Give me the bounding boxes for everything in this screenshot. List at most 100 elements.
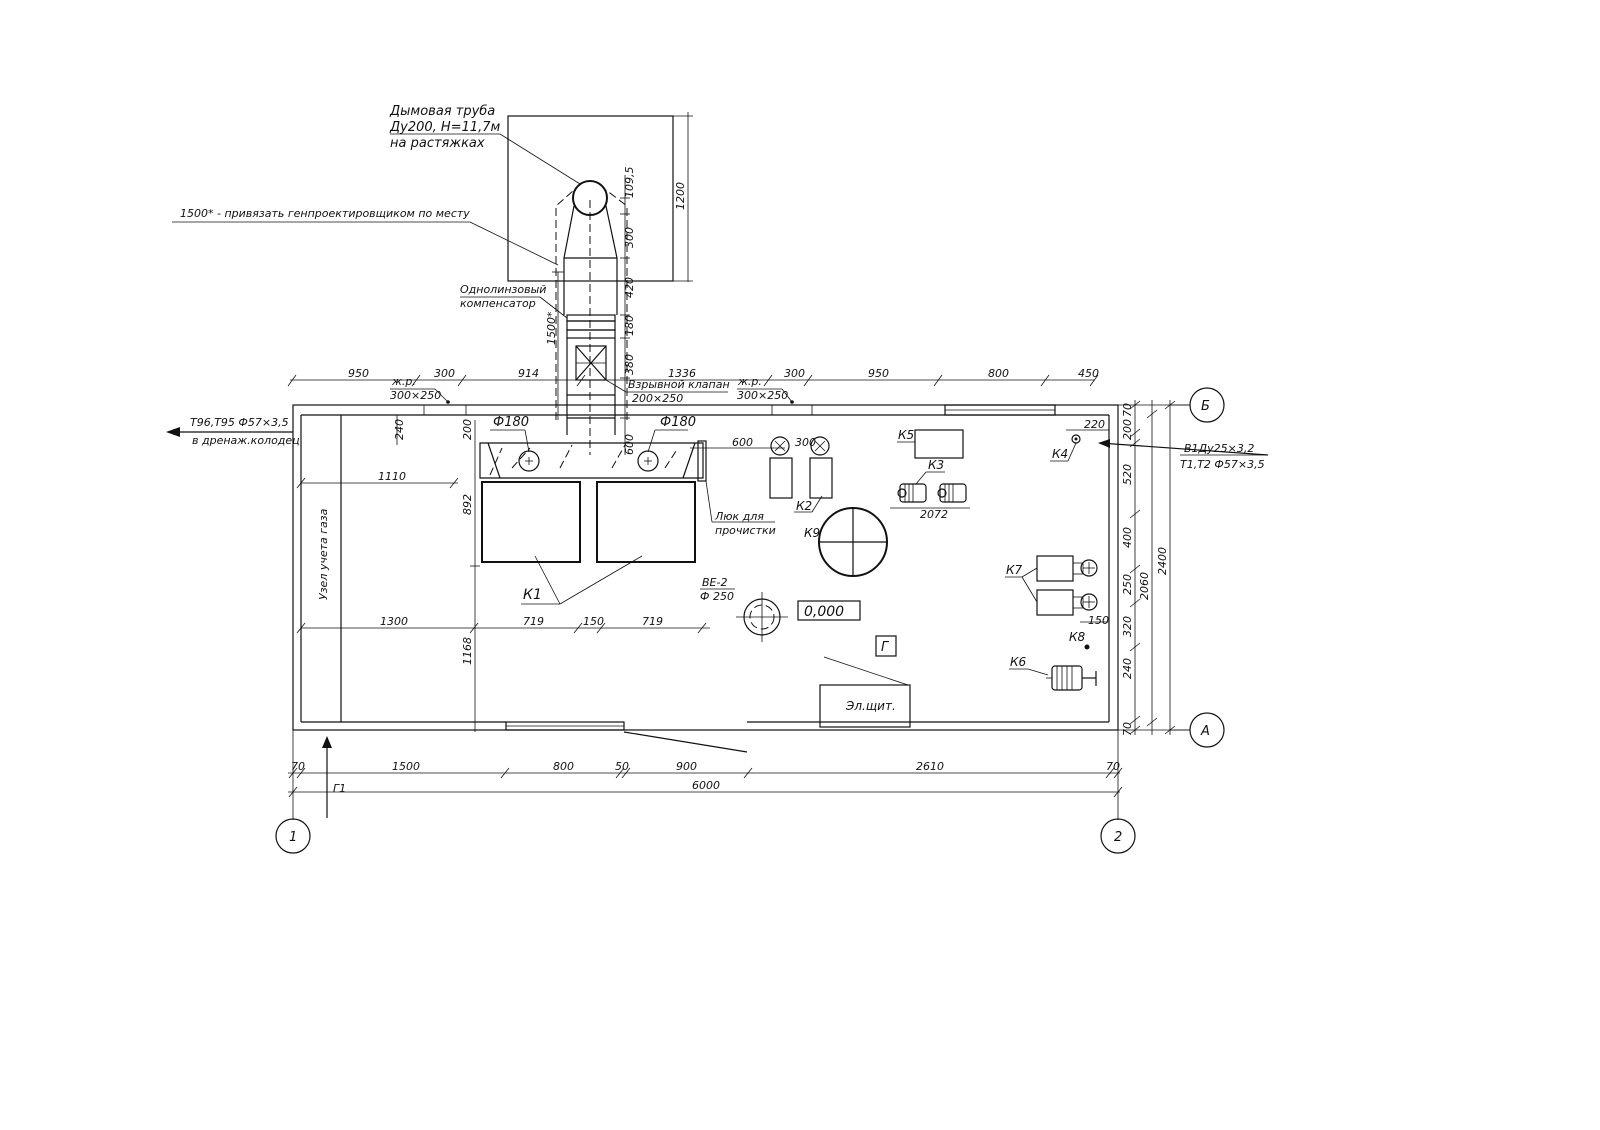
dim-180: 180 — [623, 315, 636, 336]
equipment-k5: К5 — [897, 428, 964, 459]
gas-inlet-arrow: Г1 — [322, 736, 346, 818]
axis-b: Б — [1170, 387, 1225, 423]
level-value: 0,000 — [804, 604, 844, 620]
dim-380: 380 — [623, 354, 636, 375]
svg-text:ж.р.: ж.р. — [737, 375, 762, 388]
dim-top-950-b: 950 — [868, 367, 889, 380]
top-dimension-chain: 950 300 914 1336 300 950 800 450 — [287, 367, 1099, 387]
label-k4: К4 — [1052, 447, 1068, 461]
boiler-k1: Ф180 Ф180 К1 — [479, 415, 704, 605]
svg-text:прочистки: прочистки — [715, 524, 776, 537]
dim-top-950-a: 950 — [348, 367, 369, 380]
dim-300-chimney: 300 — [623, 227, 636, 248]
label-k5: К5 — [898, 428, 914, 442]
axis-2: 2 — [1100, 805, 1136, 854]
panel-label: Эл.щит. — [845, 699, 896, 713]
inlet-label-1: В1Ду25×3,2 — [1184, 442, 1254, 455]
drain-pipe-arrow: Т96,Т95 Ф57×3,5 в дренаж.колодец — [166, 416, 300, 447]
inlet-pipe-arrow: В1Ду25×3,2 Т1,Т2 Ф57×3,5 — [1098, 439, 1269, 471]
dim-150-b: 150 — [1088, 614, 1109, 627]
label-k3: К3 — [928, 458, 944, 472]
dim-220: 220 — [1084, 418, 1105, 431]
dim-150-a: 150 — [583, 615, 604, 628]
dim-top-450: 450 — [1078, 367, 1099, 380]
valve-label: Взрывной клапан — [628, 378, 730, 391]
fan-ve2: ВЕ-2 Ф 250 — [700, 576, 788, 642]
svg-text:Люк для: Люк для — [714, 510, 764, 523]
dim-bot-70-b: 70 — [1106, 760, 1120, 773]
dim-r-250: 250 — [1121, 574, 1134, 595]
dim-892: 892 — [461, 494, 474, 515]
diameter-180-right: Ф180 — [660, 415, 696, 430]
dim-300-h: 300 — [795, 436, 816, 449]
dim-total-6000: 6000 — [692, 779, 720, 792]
svg-text:Г: Г — [881, 640, 890, 655]
dim-719-b: 719 — [642, 615, 663, 628]
dim-r-320: 320 — [1121, 616, 1134, 637]
axis-1: 1 — [275, 805, 311, 854]
diameter-180-left: Ф180 — [493, 415, 529, 430]
building-walls — [292, 404, 1119, 753]
equipment-k6: К6 — [1009, 655, 1097, 691]
vent-grille-left: ж.р. 300×250 — [390, 375, 450, 404]
dim-1110: 1110 — [378, 470, 406, 483]
dim-200-v: 200 — [461, 419, 474, 440]
dim-top-1336: 1336 — [668, 367, 696, 380]
dim-bot-900: 900 — [676, 760, 697, 773]
dim-bot-70-a: 70 — [291, 760, 305, 773]
dim-r-70-a: 70 — [1121, 403, 1134, 417]
dim-1500-star: 1500* — [545, 271, 564, 420]
fan-label: ВЕ-2 — [702, 576, 727, 589]
dim-109-5: 109,5 — [623, 167, 636, 199]
dim-top-300-a: 300 — [434, 367, 455, 380]
dim-chimney-box: 1200 — [673, 112, 693, 282]
dim-top-800: 800 — [988, 367, 1009, 380]
compensator-label-2: компенсатор — [460, 297, 536, 310]
dim-240-v: 240 — [393, 419, 406, 440]
equipment-k4: К4 — [1050, 434, 1081, 462]
chimney-note: 1500* - привязать генпроектировщиком по … — [180, 207, 470, 220]
vent-grille-right: ж.р. 300×250 — [737, 375, 794, 404]
dim-r-400: 400 — [1121, 527, 1134, 548]
dim-bot-50: 50 — [615, 760, 629, 773]
label-k6: К6 — [1010, 655, 1027, 669]
right-dimension-chain: 200 70 520 400 250 320 240 70 2060 2400 — [1118, 400, 1190, 736]
drain-label-2: в дренаж.колодец — [192, 434, 300, 447]
svg-text:Б: Б — [1201, 399, 1210, 414]
tank-k9: К9 — [804, 507, 888, 577]
electrical-panel: Эл.щит. — [819, 656, 911, 728]
svg-text:2: 2 — [1114, 830, 1122, 845]
equipment-k7: К7 — [1005, 555, 1098, 616]
dim-2072: 2072 — [920, 508, 948, 521]
dim-r-70-b: 70 — [1121, 722, 1134, 736]
label-k2: К2 — [796, 499, 812, 513]
drain-label-1: Т96,Т95 Ф57×3,5 — [190, 416, 289, 429]
chimney-mount: на растяжках — [390, 136, 485, 151]
dim-600-h: 600 — [732, 436, 753, 449]
dim-1200: 1200 — [674, 182, 687, 210]
label-k8: К8 — [1069, 630, 1086, 644]
dim-top-914: 914 — [518, 367, 539, 380]
dim-r-2400: 2400 — [1156, 547, 1169, 575]
dim-r-2060: 2060 — [1138, 572, 1151, 600]
svg-text:1500*: 1500* — [545, 311, 558, 345]
dim-bot-800: 800 — [553, 760, 574, 773]
chimney-vertical-dims: 109,5 300 420 180 380 600 — [620, 167, 636, 455]
dim-600-chimney: 600 — [623, 434, 636, 455]
dim-719-a: 719 — [523, 615, 544, 628]
gas-pipe-mark: Г — [875, 635, 897, 657]
dim-r-520: 520 — [1121, 464, 1134, 485]
svg-text:А: А — [1200, 724, 1210, 739]
chimney-spec: Ду200, Н=11,7м — [389, 120, 501, 135]
dim-1168: 1168 — [461, 637, 474, 665]
interior-dims: 1110 1300 719 150 719 892 1168 200 240 6… — [296, 415, 1109, 732]
pumps-k3: К3 — [897, 458, 967, 503]
dim-420: 420 — [623, 277, 636, 298]
axis-a: А — [1170, 712, 1225, 748]
chimney-assembly — [507, 115, 674, 455]
svg-text:1: 1 — [289, 830, 297, 845]
level-mark: 0,000 — [797, 600, 861, 621]
dim-bot-2610: 2610 — [916, 760, 944, 773]
svg-text:ж.р.: ж.р. — [391, 375, 416, 388]
